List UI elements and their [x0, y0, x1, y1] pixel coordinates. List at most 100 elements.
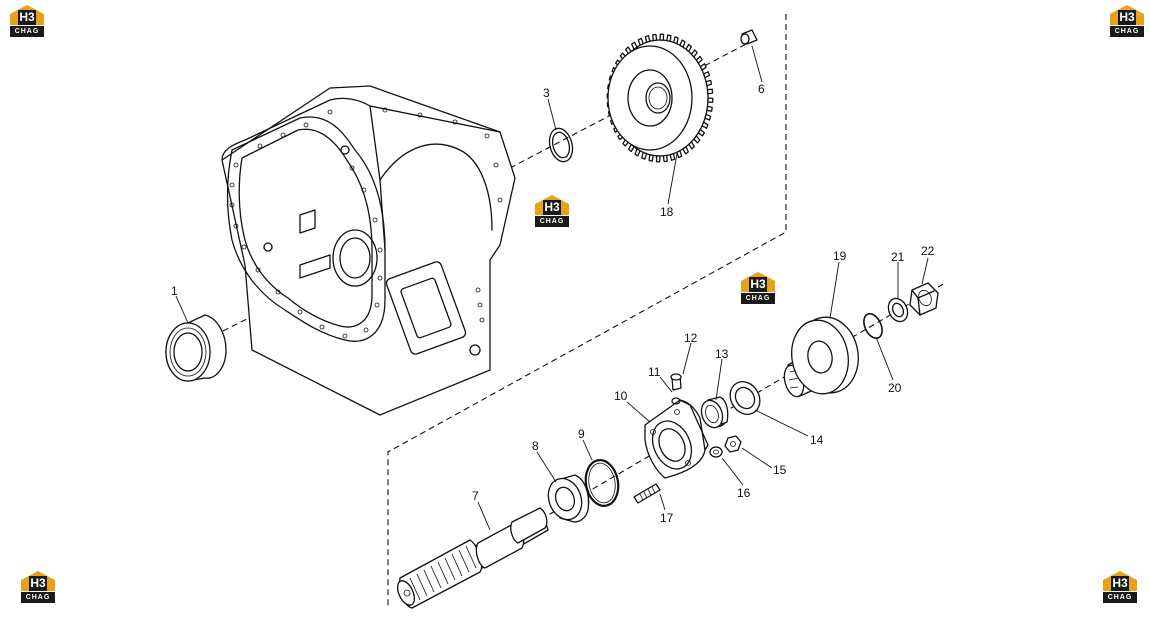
gear-tooth [690, 49, 698, 58]
spline-ridge [465, 545, 477, 569]
part-13-race [700, 396, 729, 429]
gear-tooth [669, 153, 676, 161]
callout-12: 12 [684, 331, 698, 345]
logo-word: CHAG [741, 293, 775, 304]
part-20-o-ring [863, 312, 883, 340]
leader-lines [175, 45, 929, 531]
spline-ridge [458, 549, 470, 573]
part-1-bearing [165, 314, 227, 382]
part-17-stud [633, 483, 661, 504]
gear-tooth [705, 79, 713, 87]
callout-8: 8 [532, 439, 539, 453]
logo-word: CHAG [10, 26, 44, 37]
part-10-cover [644, 399, 709, 479]
callout-16: 16 [737, 486, 751, 500]
gear-tooth [634, 148, 641, 157]
part-8-bearing [547, 474, 590, 523]
logo-mark: H3 [1118, 10, 1136, 25]
watermark-logo: H3 CHAG [1103, 571, 1137, 605]
callout-21: 21 [891, 250, 905, 264]
callout-10: 10 [614, 389, 628, 403]
gear-tooth [682, 146, 689, 155]
logo-mark: H3 [29, 576, 47, 591]
callout-7: 7 [472, 489, 479, 503]
callout-18: 18 [660, 205, 674, 219]
gear-tooth [701, 121, 709, 129]
logo-mark: H3 [18, 10, 36, 25]
gear-tooth [659, 33, 665, 41]
part-16-washer [709, 446, 723, 458]
part-7-input-shaft [396, 507, 549, 609]
gear-tooth [688, 141, 695, 150]
part-18-gear [606, 33, 714, 163]
callout-6: 6 [758, 82, 765, 96]
gear-tooth [695, 55, 703, 64]
watermark-logo: H3 CHAG [10, 5, 44, 39]
watermark-logo: H3 CHAG [1110, 5, 1144, 39]
callout-14: 14 [810, 433, 824, 447]
spline-ridge [444, 557, 456, 581]
logo-word: CHAG [21, 592, 55, 603]
spline-ridge [423, 569, 435, 593]
gear-tooth [707, 97, 714, 103]
part-12-breather [670, 373, 682, 391]
gear-tooth [662, 154, 668, 163]
gear-tooth [699, 63, 707, 71]
part-22-nut [909, 282, 939, 316]
part-11-washer [671, 397, 681, 405]
callout-3: 3 [543, 86, 550, 100]
spline-ridge [437, 561, 449, 585]
logo-mark: H3 [1111, 576, 1129, 591]
callout-20: 20 [888, 381, 902, 395]
gear-tooth [706, 105, 713, 112]
gear-tooth [666, 34, 672, 42]
callout-22: 22 [921, 244, 935, 258]
callout-labels: 1 3 6 7 8 9 10 11 12 13 14 15 16 17 18 1… [171, 82, 935, 525]
gear-tooth [704, 113, 712, 121]
part-15-nut [724, 435, 742, 453]
part-19-coupling-flange [783, 316, 859, 398]
gear-tooth [685, 43, 693, 53]
watermark-logo: H3 CHAG [741, 272, 775, 306]
logo-mark: H3 [749, 277, 767, 292]
transmission-housing [221, 85, 516, 416]
gear-tooth [644, 35, 651, 43]
part-6-pin [740, 29, 758, 45]
spline-ridge [451, 553, 463, 577]
callout-17: 17 [660, 511, 674, 525]
gear-tooth [672, 36, 679, 45]
logo-word: CHAG [1110, 26, 1144, 37]
part-9-o-ring [584, 459, 620, 507]
spline-ridge [416, 573, 428, 597]
callout-1: 1 [171, 284, 178, 298]
logo-word: CHAG [535, 216, 569, 227]
logo-word: CHAG [1103, 592, 1137, 603]
callout-9: 9 [578, 427, 585, 441]
gear-tooth [648, 154, 654, 162]
gear-tooth [676, 150, 683, 159]
spline-ridge [409, 577, 421, 601]
callout-11: 11 [648, 365, 661, 379]
part-3-snap-ring [548, 127, 574, 163]
callout-15: 15 [773, 463, 787, 477]
gear-tooth [679, 39, 686, 48]
logo-mark: H3 [543, 200, 561, 215]
gear-tooth [637, 37, 644, 46]
gear-tooth [697, 128, 705, 137]
part-21-washer [887, 297, 909, 323]
spline-ridge [430, 565, 442, 589]
gear-tooth [641, 151, 648, 160]
gear-tooth [631, 41, 638, 50]
watermark-logo: H3 CHAG [535, 195, 569, 229]
gear-tooth [655, 155, 661, 163]
gear-tooth [703, 71, 711, 79]
part-14-seal [729, 381, 761, 415]
gear-tooth [652, 33, 658, 42]
callout-13: 13 [715, 347, 729, 361]
watermark-logo: H3 CHAG [21, 571, 55, 605]
callout-19: 19 [833, 249, 847, 263]
gear-tooth [706, 88, 714, 95]
gear-tooth [693, 135, 701, 144]
